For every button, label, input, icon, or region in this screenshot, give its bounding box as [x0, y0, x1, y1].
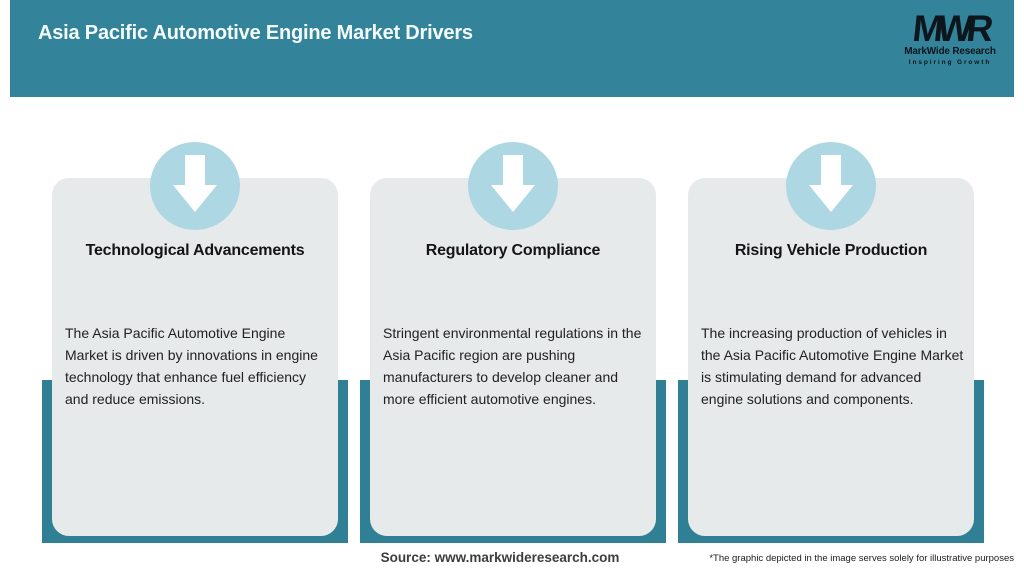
markwide-research-logo: MWR MarkWide Research Inspiring Growth [902, 8, 998, 67]
card-title: Technological Advancements [85, 242, 305, 259]
driver-card-regulatory-compliance: Regulatory Compliance Stringent environm… [360, 140, 666, 545]
header-banner: Asia Pacific Automotive Engine Market Dr… [10, 0, 1014, 97]
down-arrow-icon [786, 142, 876, 230]
card-description: Stringent environmental regulations in t… [383, 325, 642, 407]
card-description: The increasing production of vehicles in… [701, 325, 964, 407]
card-panel: Technological Advancements The Asia Paci… [52, 178, 338, 536]
page-title: Asia Pacific Automotive Engine Market Dr… [38, 22, 473, 44]
card-description: The Asia Pacific Automotive Engine Marke… [65, 325, 318, 407]
logo-tagline: Inspiring Growth [908, 59, 992, 66]
disclaimer-text: *The graphic depicted in the image serve… [709, 553, 1014, 564]
card-title: Rising Vehicle Production [734, 242, 928, 259]
driver-card-rising-vehicle-production: Rising Vehicle Production The increasing… [678, 140, 984, 545]
card-panel: Rising Vehicle Production The increasing… [688, 178, 974, 536]
driver-card-technological-advancements: Technological Advancements The Asia Paci… [42, 140, 348, 545]
logo-name: MarkWide Research [904, 46, 996, 57]
card-title: Regulatory Compliance [425, 242, 601, 259]
down-arrow-icon [468, 142, 558, 230]
down-arrow-icon [150, 142, 240, 230]
logo-monogram: MWR [910, 8, 990, 49]
source-text: Source: www.markwideresearch.com [380, 550, 620, 565]
card-panel: Regulatory Compliance Stringent environm… [370, 178, 656, 536]
